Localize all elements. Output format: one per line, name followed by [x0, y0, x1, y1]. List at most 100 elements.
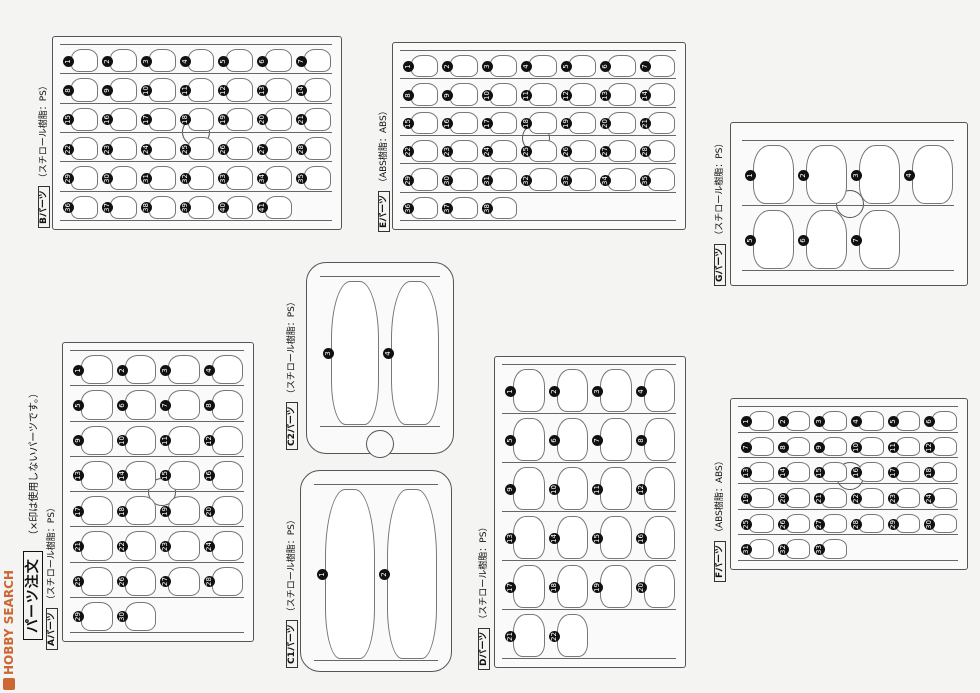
runner-a-part — [211, 496, 243, 526]
runner-d-part — [513, 467, 545, 510]
runner-a-part — [211, 355, 243, 385]
part-number-badge: 28 — [851, 518, 862, 530]
runner-f-part — [859, 411, 884, 431]
runner-a-part — [81, 460, 113, 490]
runner-b-part — [226, 49, 254, 73]
part-number-badge: 20 — [203, 505, 215, 517]
runner-e-part — [647, 111, 675, 134]
runner-e-part — [489, 83, 518, 106]
runner-d-part — [600, 565, 632, 608]
runner-d-part — [600, 516, 632, 559]
runner-e-part — [568, 168, 597, 191]
part-number-badge: 23 — [101, 143, 113, 155]
runner-e-part — [529, 140, 557, 163]
runner-d-part — [600, 418, 632, 461]
part-number-badge: 7 — [296, 55, 308, 67]
runner-c2-gate — [320, 276, 440, 277]
part-number-badge: 15 — [592, 532, 603, 544]
runner-b-part — [304, 49, 331, 73]
part-number-badge: 2 — [101, 55, 113, 67]
part-number-badge: 29 — [63, 173, 74, 184]
runner-d-part — [556, 467, 588, 510]
runner-f-part — [822, 488, 847, 508]
runner-e-part — [568, 55, 597, 78]
runner-g-gate — [742, 205, 954, 206]
runner-c2-part — [391, 281, 439, 425]
runner-a-part — [211, 531, 243, 561]
runner-b-part — [148, 78, 176, 102]
runner-c1-label: C1パーツ（スチロール樹脂：PS） — [284, 515, 298, 668]
part-number-badge: 24 — [481, 146, 493, 158]
runner-e-part — [411, 168, 439, 191]
part-number-badge: 21 — [73, 540, 84, 552]
runner-a-part — [81, 425, 113, 455]
runner-c2-gate — [320, 426, 440, 427]
part-number-badge: 29 — [887, 518, 899, 530]
runner-a-part — [124, 425, 156, 455]
runner-d-part — [643, 516, 675, 559]
part-number-badge: 14 — [777, 467, 789, 479]
runner-b-part — [265, 49, 293, 73]
part-number-badge: 12 — [560, 89, 572, 101]
runner-d-part — [513, 565, 545, 608]
part-number-badge: 10 — [116, 435, 128, 447]
runner-b-part — [148, 195, 176, 219]
runner-b-part — [109, 49, 137, 73]
runner-e-gate — [400, 163, 676, 165]
part-number-badge: 8 — [203, 399, 215, 411]
runner-e-part — [450, 55, 478, 78]
runner-a-part — [168, 425, 200, 455]
runner-b-part — [226, 195, 254, 219]
runner-e-part — [568, 83, 597, 106]
runner-b-part — [71, 166, 98, 190]
part-number-badge: 27 — [814, 518, 826, 530]
part-number-badge: 22 — [63, 143, 74, 155]
runner-b-part — [71, 195, 98, 219]
part-number-badge: 5 — [73, 399, 84, 411]
runner-g-part — [859, 145, 900, 204]
part-number-badge: 4 — [635, 385, 647, 397]
runner-b-part — [148, 166, 176, 190]
runner-f-part — [895, 513, 921, 534]
runner-a-gate — [70, 491, 244, 492]
runner-e-part — [608, 83, 636, 106]
runner-e-part — [529, 83, 557, 106]
part-number-badge: 2 — [116, 364, 128, 376]
part-number-badge: 25 — [741, 518, 752, 530]
part-number-badge: 30 — [116, 611, 128, 623]
part-number-badge: 16 — [203, 470, 215, 482]
runner-b-part — [187, 166, 215, 190]
runner-b-part — [71, 78, 98, 102]
runner-e-part — [450, 168, 478, 191]
part-number-badge: 19 — [592, 581, 603, 593]
runner-e-part — [411, 196, 439, 219]
runner-e-part — [608, 55, 636, 78]
runner-f-part — [932, 462, 957, 482]
part-number-badge: 39 — [179, 202, 191, 214]
runner-a-part — [168, 355, 200, 385]
runner-b-gate — [60, 132, 332, 133]
runner-b-part — [226, 166, 254, 190]
part-number-badge: 24 — [140, 143, 152, 155]
part-number-badge: 11 — [521, 89, 533, 101]
runner-e-part — [450, 140, 478, 163]
part-number-badge: 28 — [296, 143, 308, 155]
runner-a-label: Aパーツ（スチロール樹脂：PS） — [44, 503, 58, 650]
runner-e-part — [647, 83, 675, 106]
runner-f-part — [895, 411, 921, 431]
runner-f-part — [859, 513, 884, 534]
runner-b-part — [148, 137, 176, 161]
part-number-badge: 23 — [160, 540, 171, 552]
runner-g-part — [806, 210, 847, 269]
part-number-badge: 14 — [548, 532, 560, 544]
part-number-badge: 4 — [179, 55, 191, 67]
runner-b-gate — [60, 161, 332, 163]
runner-f-part — [895, 436, 921, 457]
runner-f-part — [932, 513, 957, 534]
runner-a-part — [124, 496, 156, 526]
page-title: パーツ注文 （×印は使用しないパーツです。） — [22, 388, 43, 640]
runner-f-part — [822, 436, 847, 457]
runner-g-hub — [836, 190, 864, 218]
runner-e-part — [647, 140, 675, 163]
runner-e-part — [489, 140, 518, 163]
